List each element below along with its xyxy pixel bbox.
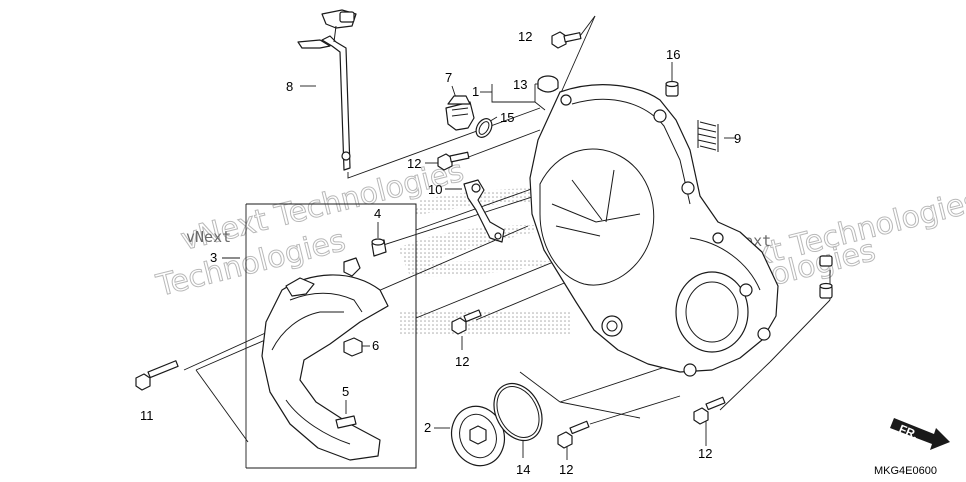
- callout-6: 6: [372, 338, 379, 353]
- callout-14: 14: [516, 462, 530, 477]
- bolt-11: [135, 360, 179, 391]
- callout-11: 11: [140, 408, 154, 423]
- bolt-12-center: [451, 309, 482, 335]
- callout-12: 12: [518, 29, 532, 44]
- callout-8: 8: [286, 79, 293, 94]
- callout-5: 5: [342, 384, 349, 399]
- part-16-dowel-right: [819, 255, 833, 299]
- part-3-clip: [343, 257, 361, 277]
- callout-13: 13: [513, 77, 527, 92]
- callout-12: 12: [559, 462, 573, 477]
- callout-9: 9: [734, 131, 741, 146]
- bolt-12-top: [551, 31, 582, 49]
- part-14-o-ring: [493, 382, 543, 442]
- callout-12: 12: [407, 156, 421, 171]
- bolt-12-left: [437, 151, 470, 171]
- callout-1: 1: [472, 84, 479, 99]
- callout-2: 2: [424, 420, 431, 435]
- watermark-caption: vNext: [186, 228, 231, 246]
- front-direction-arrow: FR.: [890, 418, 950, 450]
- callout-4: 4: [374, 206, 381, 221]
- callout-16: 16: [666, 47, 680, 62]
- part-6-nut: [343, 337, 363, 357]
- callout-12: 12: [698, 446, 712, 461]
- part-7-plug: [445, 95, 475, 131]
- callout-10: 10: [428, 182, 442, 197]
- bolt-12-bottom-center: [557, 420, 590, 449]
- part-13-cap: [537, 75, 559, 93]
- part-15-o-ring-inner: [478, 121, 490, 135]
- part-10-bracket: [463, 179, 505, 243]
- part-16-dowel: [665, 80, 679, 97]
- part-8-rod: [297, 9, 357, 171]
- callout-12: 12: [455, 354, 469, 369]
- part-3-guard: [261, 274, 389, 461]
- callout-15: 15: [500, 110, 514, 125]
- callout-7: 7: [445, 70, 452, 85]
- bolt-12-bottom-right: [693, 396, 726, 425]
- crankcase-cover: [529, 84, 779, 377]
- callout-labels: 1 2 3 4 5 6 7 8 9 10 11 12 12 12 12 12 1…: [140, 29, 741, 477]
- part-9-spring: [697, 120, 719, 152]
- figure-code: MKG4E0600: [874, 465, 937, 477]
- front-direction-label: FR.: [897, 422, 920, 442]
- group-bracket-box: [245, 203, 417, 469]
- callout-3: 3: [210, 250, 217, 265]
- part-15-o-ring: [475, 118, 493, 138]
- part-4-grommet: [371, 238, 387, 257]
- part-5-pad: [335, 415, 357, 429]
